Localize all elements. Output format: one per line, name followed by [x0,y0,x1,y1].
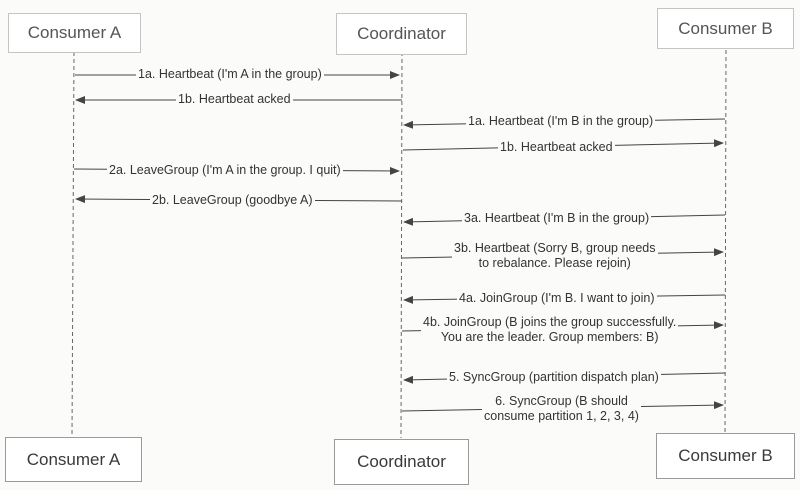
message-label-3b: 3b. Heartbeat (Sorry B, group needs to r… [452,241,658,271]
message-label-2a: 2a. LeaveGroup (I'm A in the group. I qu… [107,163,343,178]
lifeline-consumer-a [71,51,75,437]
participant-consumer-b-top: Consumer B [657,8,794,49]
message-label-1b-a: 1b. Heartbeat acked [176,92,293,107]
participant-coordinator-bottom: Coordinator [334,439,469,485]
lifeline-coordinator [400,51,403,439]
message-label-1b-b: 1b. Heartbeat acked [498,140,615,155]
participant-coordinator-top: Coordinator [336,13,467,55]
message-label-4a: 4a. JoinGroup (I'm B. I want to join) [457,291,657,306]
participant-consumer-b-bottom: Consumer B [656,433,795,479]
message-label-1a-a: 1a. Heartbeat (I'm A in the group) [136,67,324,82]
message-label-1a-b: 1a. Heartbeat (I'm B in the group) [466,114,656,129]
participant-consumer-a-bottom: Consumer A [5,437,142,482]
lifeline-consumer-b [724,49,727,435]
message-label-2b: 2b. LeaveGroup (goodbye A) [150,193,315,208]
participant-consumer-a-top: Consumer A [8,13,141,53]
message-label-4b: 4b. JoinGroup (B joins the group success… [421,315,679,345]
message-label-6: 6. SyncGroup (B should consume partition… [482,394,641,424]
message-label-5: 5. SyncGroup (partition dispatch plan) [447,370,661,385]
message-label-3a: 3a. Heartbeat (I'm B in the group) [462,211,652,226]
